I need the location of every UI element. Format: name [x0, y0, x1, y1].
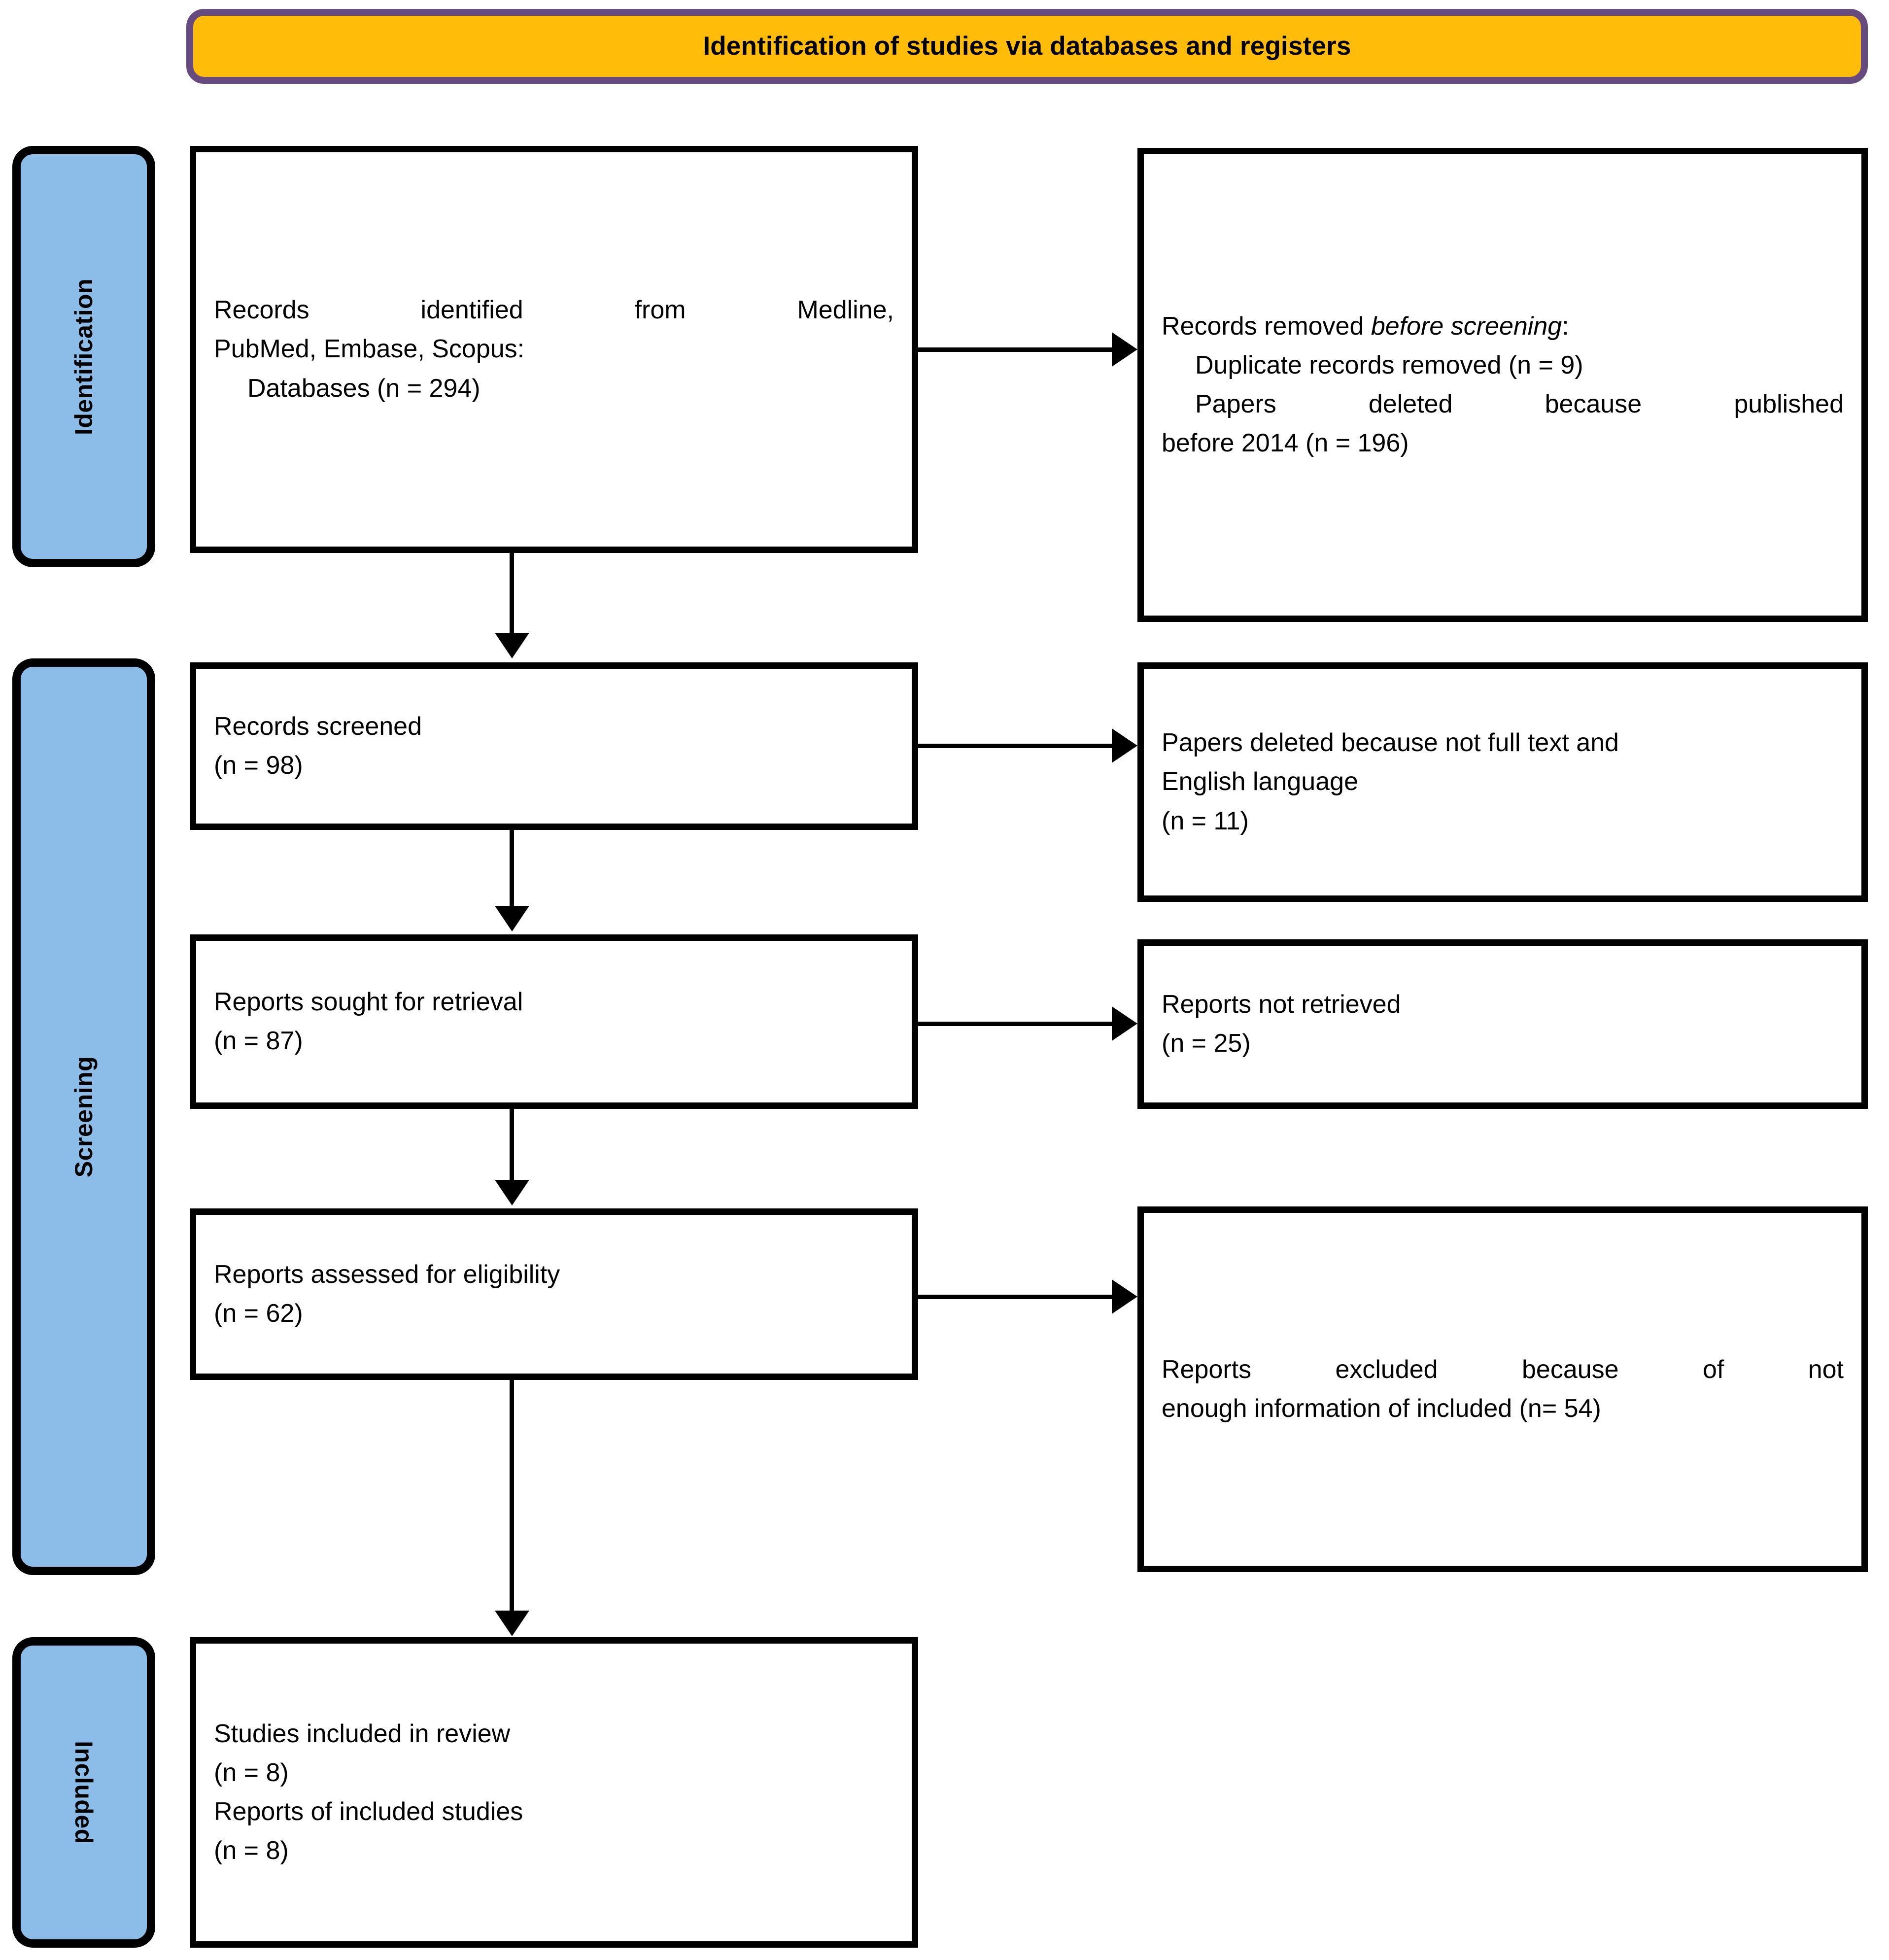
box-reports-excluded-content: Reports excluded because of not enough i… [1144, 1350, 1861, 1428]
box-records-identified-line1: Records identified from Medline, [214, 296, 894, 325]
box-reports-excluded: Reports excluded because of not enough i… [1137, 1206, 1868, 1572]
box-studies-included-line2: (n = 8) [214, 1758, 289, 1787]
connector-identified-to-removed-arrowhead [1112, 332, 1137, 367]
stage-label-identification: Identification [12, 146, 155, 567]
connector-sought-to-assessed-arrowhead [495, 1180, 529, 1205]
box-records-identified: Records identified from Medline, PubMed,… [190, 146, 918, 553]
connector-identified-to-screened-line [510, 553, 514, 637]
box-records-identified-content: Records identified from Medline, PubMed,… [196, 291, 912, 408]
box-records-removed-line1-prefix: Records removed [1162, 311, 1371, 341]
connector-sought-to-not-retrieved-arrowhead [1112, 1006, 1137, 1041]
page-title: Identification of studies via databases … [703, 31, 1351, 61]
connector-screened-to-papers-deleted-arrowhead [1112, 728, 1137, 763]
box-records-screened: Records screened (n = 98) [190, 662, 918, 830]
stage-label-screening: Screening [12, 658, 155, 1575]
connector-identified-to-screened-arrowhead [495, 633, 529, 658]
box-papers-deleted: Papers deleted because not full text and… [1137, 662, 1868, 902]
connector-assessed-to-included-line [510, 1380, 514, 1614]
connector-identified-to-removed-line [918, 347, 1113, 352]
box-studies-included: Studies included in review (n = 8) Repor… [190, 1637, 918, 1948]
box-records-identified-line2: PubMed, Embase, Scopus: [214, 335, 525, 364]
box-reports-assessed-line2: (n = 62) [214, 1299, 303, 1328]
box-records-removed-line1-suffix: : [1562, 311, 1569, 341]
box-reports-excluded-line2: enough information of included (n= 54) [1162, 1394, 1601, 1423]
connector-assessed-to-excluded-line [918, 1295, 1113, 1299]
connector-screened-to-sought-arrowhead [495, 906, 529, 931]
box-reports-sought: Reports sought for retrieval (n = 87) [190, 934, 918, 1109]
box-records-screened-line2: (n = 98) [214, 751, 303, 780]
connector-sought-to-assessed-line [510, 1109, 514, 1183]
box-records-removed-line3: Papers deleted because published [1195, 390, 1844, 418]
box-reports-excluded-line1: Reports excluded because of not [1162, 1355, 1844, 1384]
box-papers-deleted-content: Papers deleted because not full text and… [1144, 723, 1861, 840]
box-records-identified-line3: Databases (n = 294) [247, 374, 481, 403]
box-reports-assessed-line1: Reports assessed for eligibility [214, 1260, 560, 1289]
box-reports-not-retrieved-line1: Reports not retrieved [1162, 990, 1401, 1019]
box-reports-assessed-content: Reports assessed for eligibility (n = 62… [196, 1255, 912, 1333]
connector-sought-to-not-retrieved-line [918, 1022, 1113, 1026]
box-reports-not-retrieved: Reports not retrieved (n = 25) [1137, 939, 1868, 1109]
box-reports-sought-line1: Reports sought for retrieval [214, 987, 523, 1016]
connector-screened-to-papers-deleted-line [918, 744, 1113, 748]
stage-label-identification-text: Identification [70, 278, 98, 435]
box-papers-deleted-line1: Papers deleted because not full text and [1162, 728, 1619, 757]
box-records-screened-line1: Records screened [214, 712, 422, 741]
box-records-removed: Records removed before screening: Duplic… [1137, 148, 1868, 622]
box-records-screened-content: Records screened (n = 98) [196, 707, 912, 785]
box-reports-sought-line2: (n = 87) [214, 1027, 303, 1055]
box-reports-not-retrieved-content: Reports not retrieved (n = 25) [1144, 985, 1861, 1063]
connector-assessed-to-excluded-arrowhead [1112, 1279, 1137, 1314]
box-records-removed-line1-italic: before screening [1371, 311, 1562, 341]
connector-assessed-to-included-arrowhead [495, 1611, 529, 1636]
box-records-removed-line1: Records removed before screening: [1162, 307, 1844, 346]
box-reports-not-retrieved-line2: (n = 25) [1162, 1029, 1251, 1058]
box-studies-included-line3: Reports of included studies [214, 1797, 523, 1826]
header-banner: Identification of studies via databases … [186, 9, 1868, 84]
box-reports-assessed: Reports assessed for eligibility (n = 62… [190, 1208, 918, 1380]
stage-label-screening-text: Screening [70, 1056, 98, 1178]
box-records-removed-line4: before 2014 (n = 196) [1162, 429, 1409, 458]
stage-label-included: Included [12, 1637, 155, 1948]
box-studies-included-line1: Studies included in review [214, 1719, 511, 1748]
stage-label-included-text: Included [69, 1741, 98, 1844]
box-reports-sought-content: Reports sought for retrieval (n = 87) [196, 983, 912, 1061]
box-studies-included-content: Studies included in review (n = 8) Repor… [196, 1715, 912, 1870]
box-records-removed-content: Records removed before screening: Duplic… [1144, 307, 1861, 463]
box-papers-deleted-line2: English language [1162, 767, 1358, 796]
box-papers-deleted-line3: (n = 11) [1162, 806, 1249, 835]
box-records-removed-line2: Duplicate records removed (n = 9) [1195, 350, 1583, 379]
connector-screened-to-sought-line [510, 830, 514, 909]
box-studies-included-line4: (n = 8) [214, 1836, 289, 1865]
